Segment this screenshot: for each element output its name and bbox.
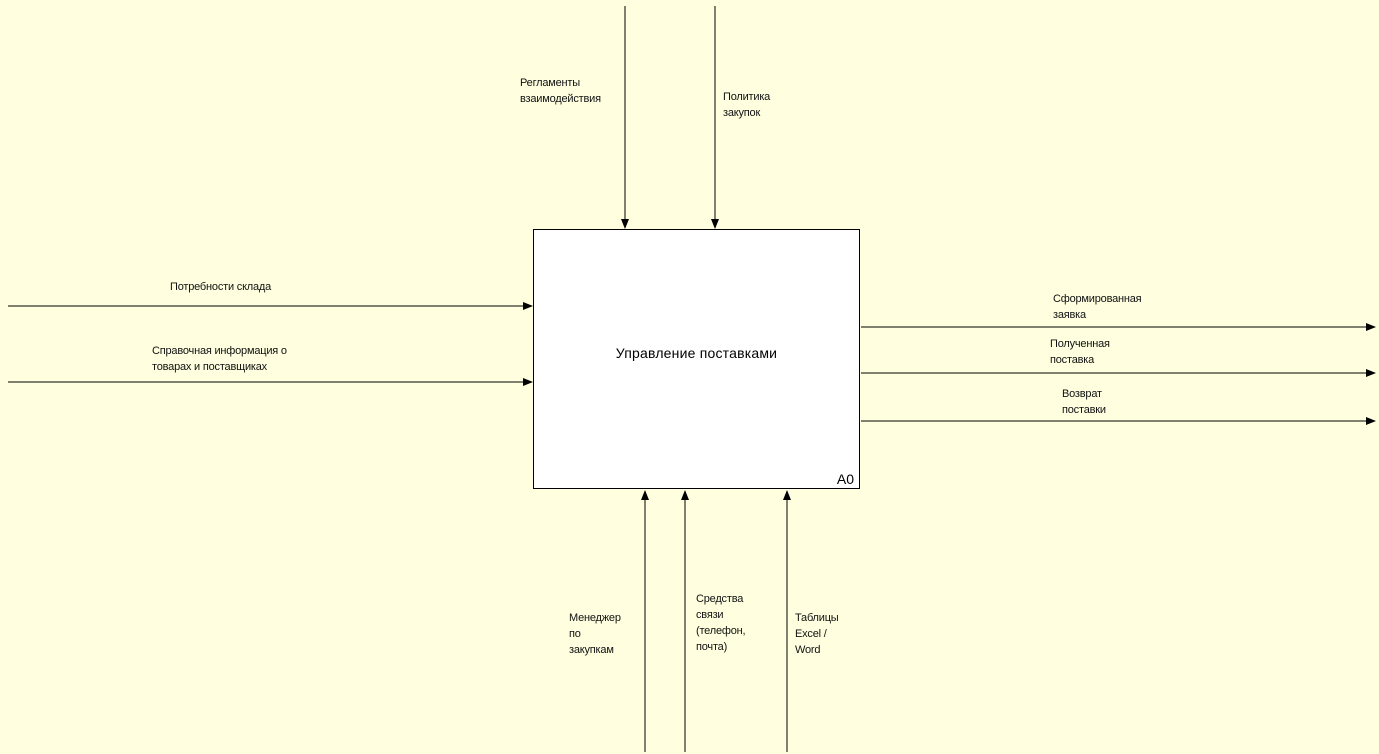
input-label-reference-info: Справочная информация о товарах и постав…	[152, 345, 287, 373]
output-label-formed-request: Сформированная заявка	[1053, 293, 1142, 321]
function-box-a0[interactable]: Управление поставками A0	[533, 229, 860, 489]
control-label-policy: Политика закупок	[723, 91, 771, 119]
mechanism-label-communication: Средства связи (телефон, почта)	[696, 593, 746, 653]
function-box-title: Управление поставками	[615, 345, 778, 361]
control-label-reglaments: Регламенты взаимодействия	[520, 77, 601, 105]
output-label-delivery-return: Возврат поставки	[1062, 388, 1106, 416]
mechanism-label-excel-word: Таблицы Excel / Word	[795, 612, 839, 656]
mechanism-label-manager: Менеджер по закупкам	[569, 612, 621, 656]
function-box-id: A0	[836, 471, 854, 487]
input-label-warehouse-needs: Потребности склада	[170, 281, 272, 293]
output-label-received-delivery: Полученная поставка	[1050, 338, 1110, 366]
